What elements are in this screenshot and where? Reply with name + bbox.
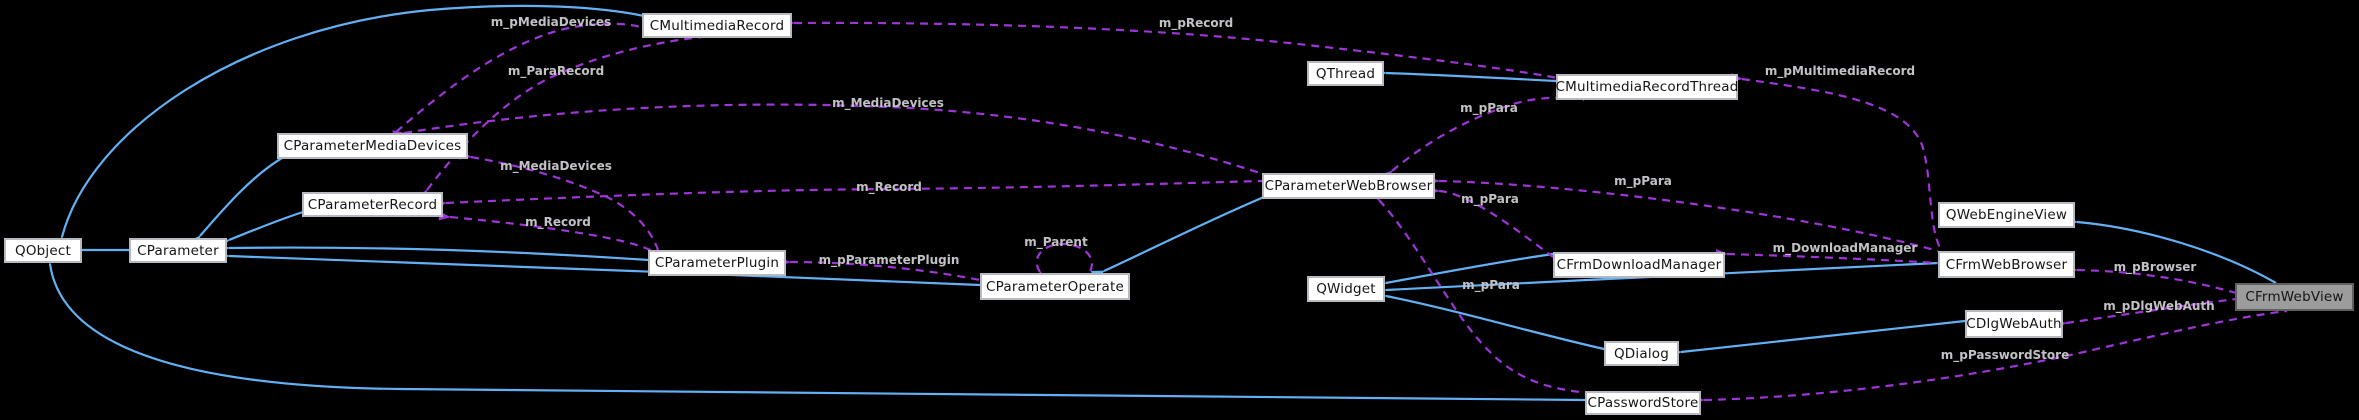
edge-cpasswordstore-cparameterwebbrowser: [1368, 188, 1589, 395]
edge-label-m_pMediaDevices: m_pMediaDevices: [490, 15, 612, 29]
edge-label-m_ParaRecord: m_ParaRecord: [507, 64, 605, 78]
edge-cfrmdownloadmanager-cparameterwebbrowser: [1427, 185, 1554, 258]
edge-label-m_DownloadManager: m_DownloadManager: [1772, 241, 1918, 255]
node-qwidget[interactable]: QWidget: [1307, 276, 1385, 302]
edge-cmultimediarecordthread-cmultimediarecord: [782, 18, 1559, 80]
edge-label-m_Record-web: m_Record: [856, 180, 922, 194]
edge-cparameterrecord-cparameter: [215, 210, 304, 250]
edge-cparameteroperate-cparameter: [216, 250, 981, 287]
edge-label-m_MediaDevices-web: m_MediaDevices: [832, 96, 944, 110]
edge-label-m_Record-plugin: m_Record: [525, 215, 591, 229]
node-cfrmwebview-focus: CFrmWebView: [2235, 283, 2354, 311]
edge-label-m_pPara-browser: m_pPara: [1614, 174, 1672, 188]
edge-cparameteroperate-self: [1035, 242, 1093, 284]
node-cfrmdownloadmanager[interactable]: CFrmDownloadManager: [1553, 252, 1725, 278]
node-cparameterrecord[interactable]: CParameterRecord: [302, 192, 443, 217]
edge-cparametermediadevices-cparameter: [187, 157, 283, 249]
edge-label-m_pMultimediaRecord: m_pMultimediaRecord: [1764, 64, 1916, 78]
edge-cdlgwebauth-qdialog: [1668, 319, 1966, 359]
edge-cpasswordstore-qobject: [42, 251, 1586, 402]
edge-label-m_pBrowser: m_pBrowser: [2113, 260, 2197, 274]
edge-label-m_pPasswordStore: m_pPasswordStore: [1940, 348, 2070, 362]
edge-cfrmwebbrowser-cfrmdownloadmanager: [1715, 249, 1939, 265]
edge-cparameterwebbrowser-cparameteroperate: [1090, 195, 1265, 281]
edge-label-m_pDlgWebAuth: m_pDlgWebAuth: [2103, 299, 2215, 313]
node-cmultimediarecord[interactable]: CMultimediaRecord: [642, 13, 792, 38]
node-cparameterplugin[interactable]: CParameterPlugin: [648, 250, 786, 276]
edge-label-m_Parent: m_Parent: [1024, 235, 1088, 249]
edge-cfrmwebview-cdlgwebauth: [2054, 297, 2237, 330]
node-cdlgwebauth[interactable]: CDlgWebAuth: [1965, 310, 2063, 338]
edge-cfrmdownloadmanager-qwidget: [1373, 252, 1554, 291]
node-cparameterwebbrowser[interactable]: CParameterWebBrowser: [1262, 173, 1435, 199]
edge-cparameterplugin-cparameterrecord: [438, 211, 657, 254]
edge-label-m_pParameterPlugin: m_pParameterPlugin: [818, 253, 960, 267]
edge-cmultimediarecord-qobject: [53, 4, 645, 251]
node-cfrmwebbrowser[interactable]: CFrmWebBrowser: [1938, 251, 2075, 278]
edge-qdialog-qwidget: [1373, 288, 1605, 351]
node-qdialog[interactable]: QDialog: [1604, 341, 1679, 366]
edge-label-m_pPara-password: m_pPara: [1462, 278, 1520, 292]
edge-cfrmwebbrowser-cmultimediarecordthread: [1730, 73, 1942, 251]
edge-label-m_pRecord: m_pRecord: [1158, 16, 1234, 30]
edge-cfrmwebbrowser-cparameterwebbrowser: [1427, 176, 1939, 253]
node-qthread[interactable]: QThread: [1307, 61, 1384, 86]
edge-label-m_MediaDevices-plugin: m_MediaDevices: [500, 159, 612, 173]
edge-cmultimediarecord-cparametermediadevices: [384, 22, 645, 143]
edge-cfrmwebview-qwebengineview: [2064, 215, 2277, 284]
node-cmultimediarecordthread[interactable]: CMultimediaRecordThread: [1556, 74, 1738, 100]
edge-cparameterwebbrowser-cparameterrecord: [434, 179, 1263, 208]
node-qobject[interactable]: QObject: [4, 238, 82, 263]
edge-label-m_pPara-thread: m_pPara: [1460, 101, 1518, 115]
node-cparameteroperate[interactable]: CParameterOperate: [980, 273, 1130, 300]
node-cparameter[interactable]: CParameter: [129, 238, 227, 263]
edge-cfrmwebview-cfrmwebbrowser: [2065, 265, 2237, 295]
edge-cparameterplugin-cparameter: [216, 242, 649, 262]
node-cparametermediadevices[interactable]: CParameterMediaDevices: [277, 133, 468, 159]
node-qwebengineview[interactable]: QWebEngineView: [1938, 202, 2075, 228]
edge-cparameterwebbrowser-cparametermediadevices: [392, 103, 1264, 176]
node-cpasswordstore[interactable]: CPasswordStore: [1585, 391, 1701, 415]
edge-cmultimediarecordthread-qthread: [1373, 67, 1557, 83]
edge-label-m_pPara-download: m_pPara: [1461, 192, 1519, 206]
edge-cfrmwebview-cpasswordstore: [1692, 309, 2288, 405]
edge-cparameteroperate-cparameterplugin: [778, 257, 981, 282]
